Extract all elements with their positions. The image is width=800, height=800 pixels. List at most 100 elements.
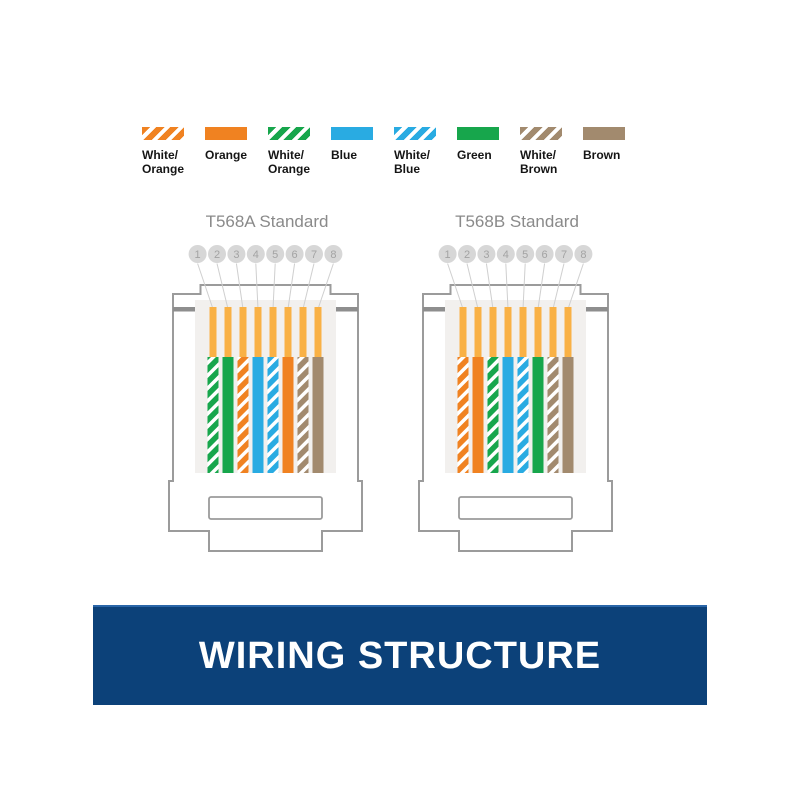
- pin-number-badge: [477, 245, 496, 263]
- pin-guide-line: [522, 263, 526, 310]
- wire-blue: [252, 357, 264, 473]
- wire-orange: [472, 357, 484, 473]
- pin-number-badge: [535, 245, 554, 263]
- gold-pin-1: [459, 307, 467, 357]
- pin-guide-line: [567, 263, 584, 310]
- wire-white-blue: [517, 357, 529, 473]
- legend-label: White/Brown: [520, 148, 558, 176]
- legend-label: Orange: [205, 148, 248, 162]
- pin-number-badge: [208, 245, 226, 263]
- legend-item: Orange: [205, 127, 268, 176]
- legend-item: Blue: [331, 127, 394, 176]
- pin-number: 8: [580, 249, 586, 261]
- legend-swatch-blue: [331, 127, 373, 140]
- gold-pin-6: [534, 307, 542, 357]
- legend-item: White/Brown: [520, 127, 583, 176]
- legend-swatch-white-orange: [142, 127, 184, 140]
- legend-label: Brown: [583, 148, 621, 162]
- gold-pin-7: [299, 307, 307, 357]
- pin-number: 2: [464, 249, 470, 261]
- legend-label: White/Blue: [394, 148, 430, 176]
- pin-guide-line: [302, 263, 315, 310]
- banner-title: WIRING STRUCTURE: [198, 634, 602, 677]
- pin-number: 3: [483, 249, 489, 261]
- pin-number: 4: [253, 249, 259, 261]
- pin-number-badge: [305, 245, 323, 263]
- wire-white-blue: [267, 357, 279, 473]
- pin-guide-line: [447, 263, 464, 310]
- gold-pin-8: [564, 307, 572, 357]
- pin-number: 4: [503, 249, 509, 261]
- wire-green: [222, 357, 234, 473]
- pin-guide-line: [272, 263, 276, 310]
- pin-guide-line: [466, 263, 479, 310]
- pin-number: 1: [445, 249, 451, 261]
- pin-guide-line: [197, 263, 214, 310]
- wire-white-green: [207, 357, 219, 473]
- gold-pin-2: [224, 307, 232, 357]
- pin-guide-line: [255, 263, 259, 310]
- wire-blue: [502, 357, 514, 473]
- legend-item: White/Blue: [394, 127, 457, 176]
- gold-pin-1: [209, 307, 217, 357]
- t568a-title: T568A Standard: [205, 212, 329, 231]
- legend-swatch-green: [457, 127, 499, 140]
- wire-white-orange: [457, 357, 469, 473]
- pin-number-badge: [574, 245, 593, 263]
- pin-number: 8: [330, 249, 336, 261]
- pin-number-badge: [188, 245, 207, 263]
- wire-green: [532, 357, 544, 473]
- pin-guide-line: [216, 263, 229, 310]
- wire-white-brown: [297, 357, 309, 473]
- pin-number: 1: [195, 249, 201, 261]
- pin-number-badge: [496, 245, 515, 263]
- wire-white-green: [487, 357, 499, 473]
- latch-window: [458, 496, 573, 520]
- legend-item: Brown: [583, 127, 646, 176]
- legend-swatch-brown: [583, 127, 625, 140]
- gold-pin-6: [284, 307, 292, 357]
- pin-number: 6: [292, 249, 298, 261]
- left-contact-bar: [423, 307, 445, 312]
- pin-number: 5: [272, 249, 278, 261]
- pin-guide-line: [505, 263, 509, 310]
- latch-window: [208, 496, 323, 520]
- gold-pin-7: [549, 307, 557, 357]
- pin-number: 3: [233, 249, 239, 261]
- gold-pin-3: [239, 307, 247, 357]
- pin-guide-line: [485, 263, 494, 310]
- pin-guide-line: [287, 263, 296, 310]
- pin-guide-line: [537, 263, 546, 310]
- legend-label: White/Orange: [142, 148, 185, 176]
- wire-orange: [282, 357, 294, 473]
- gold-pin-2: [474, 307, 482, 357]
- legend-label: White/Orange: [268, 148, 311, 176]
- legend-item: White/Orange: [268, 127, 331, 176]
- pin-number-badge: [324, 245, 343, 263]
- pin-number-badge: [438, 245, 457, 263]
- pin-number-badge: [246, 245, 265, 263]
- pin-number-badge: [285, 245, 304, 263]
- wire-white-orange: [237, 357, 249, 473]
- pin-number: 2: [214, 249, 220, 261]
- legend-swatch-white-brown: [520, 127, 562, 140]
- legend-label: Blue: [331, 148, 358, 162]
- legend-swatch-white-green: [268, 127, 310, 140]
- wire-white-brown: [547, 357, 559, 473]
- gold-pin-5: [519, 307, 527, 357]
- wiring-structure-banner: WIRING STRUCTURE: [93, 605, 707, 705]
- legend-swatch-white-blue: [394, 127, 436, 140]
- pin-number-badge: [458, 245, 476, 263]
- legend-swatch-orange: [205, 127, 247, 140]
- pin-number-badge: [516, 245, 535, 263]
- legend-label: Green: [457, 148, 492, 162]
- gold-pin-3: [489, 307, 497, 357]
- wire-brown: [312, 357, 324, 473]
- pin-number: 6: [542, 249, 548, 261]
- legend-item: White/Orange: [142, 127, 205, 176]
- pin-number: 7: [561, 249, 567, 261]
